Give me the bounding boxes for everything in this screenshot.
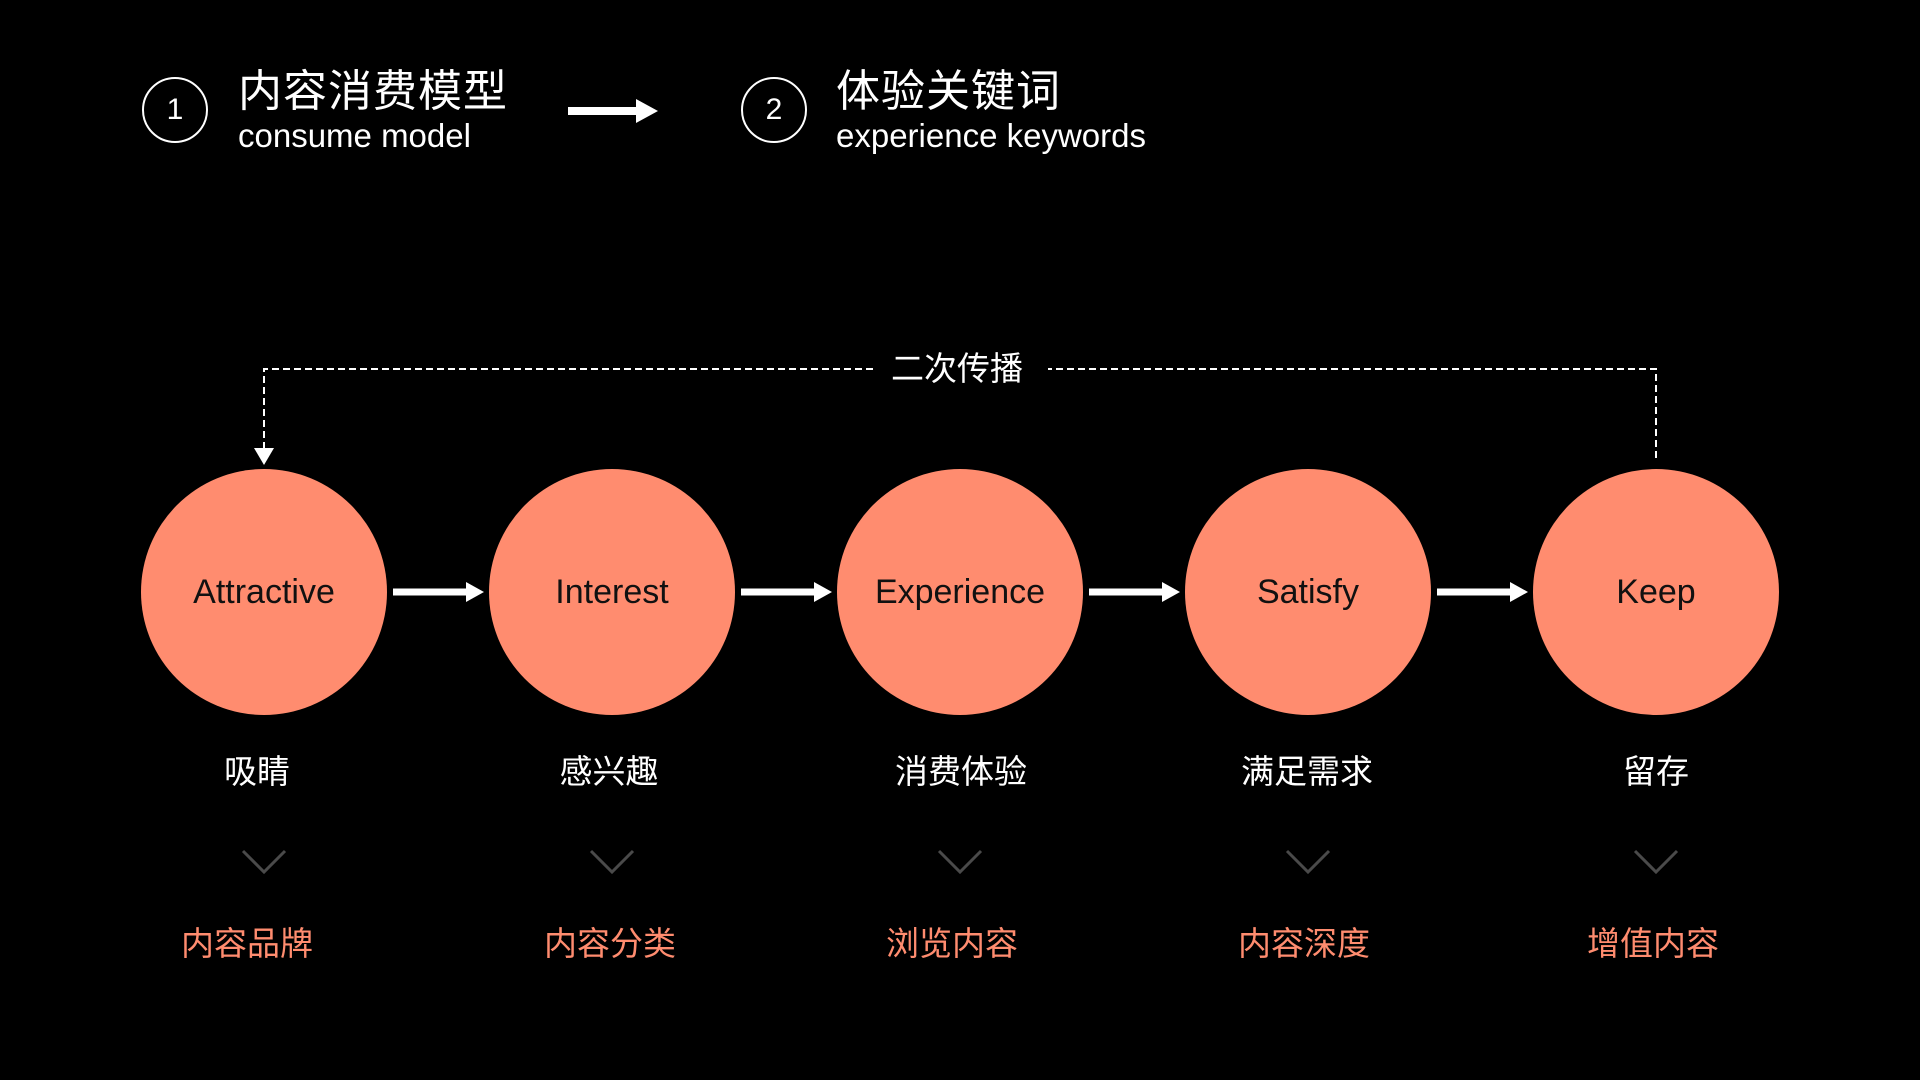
stage-arrow-icon xyxy=(393,582,484,602)
stage-cn-label: 消费体验 xyxy=(895,752,1027,791)
step-subtitle-1: consume model xyxy=(238,117,471,154)
loop-label: 二次传播 xyxy=(891,349,1023,388)
stage-keyword: 内容分类 xyxy=(544,924,676,963)
stage-node-label: Keep xyxy=(1616,572,1696,611)
dashed-feedback-arrow-icon xyxy=(254,368,1657,465)
chevron-down-icon xyxy=(589,849,635,875)
stage-node-label: Interest xyxy=(555,572,669,611)
step-title-2: 体验关键词 xyxy=(836,66,1061,117)
stage-node-label: Experience xyxy=(874,572,1046,611)
step-number: 1 xyxy=(166,93,184,126)
stage-arrow-icon xyxy=(1437,582,1528,602)
stage-cn-label: 满足需求 xyxy=(1241,752,1373,791)
stage-node-experience: Experience xyxy=(837,469,1083,715)
stage-node-satisfy: Satisfy xyxy=(1185,469,1431,715)
stage-node-keep: Keep xyxy=(1533,469,1779,715)
stage-keyword: 浏览内容 xyxy=(886,924,1018,963)
stage-arrow-icon xyxy=(1089,582,1180,602)
chevron-down-icon xyxy=(1285,849,1331,875)
chevron-down-icon xyxy=(937,849,983,875)
stage-node-attractive: Attractive xyxy=(141,469,387,715)
step-number-badge-2: 2 xyxy=(741,77,807,143)
stage-node-label: Attractive xyxy=(193,572,335,611)
step-number-badge-1: 1 xyxy=(142,77,208,143)
step-title-1: 内容消费模型 xyxy=(238,66,508,117)
chevron-down-icon xyxy=(241,849,287,875)
stage-cn-label: 留存 xyxy=(1623,752,1689,791)
stage-arrow-icon xyxy=(741,582,832,602)
step-subtitle-2: experience keywords xyxy=(836,117,1146,154)
chevron-down-icon xyxy=(1633,849,1679,875)
stage-keyword: 增值内容 xyxy=(1587,924,1719,963)
stage-cn-label: 吸睛 xyxy=(224,752,290,791)
stage-keyword: 内容品牌 xyxy=(181,924,313,963)
right-arrow-icon xyxy=(568,99,658,123)
step-number: 2 xyxy=(765,93,783,126)
stage-cn-label: 感兴趣 xyxy=(559,752,659,791)
stage-node-interest: Interest xyxy=(489,469,735,715)
stage-keyword: 内容深度 xyxy=(1238,924,1370,963)
stage-node-label: Satisfy xyxy=(1256,572,1360,611)
